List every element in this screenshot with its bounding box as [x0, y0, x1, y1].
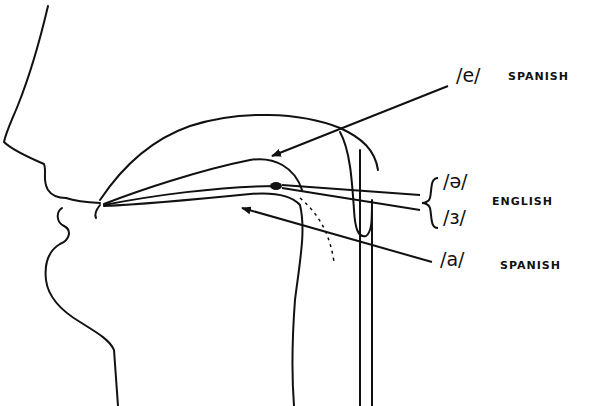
pharynx-wall [359, 150, 361, 406]
language-label: ENGLISH [492, 196, 553, 207]
face-profile [4, 6, 66, 198]
phoneme-label: /ɜ/ [443, 208, 466, 227]
tongue-e [104, 159, 302, 204]
phoneme-label: /ə/ [443, 172, 468, 191]
leader-er [282, 188, 420, 210]
velum-pharynx [340, 132, 372, 406]
phoneme-label: /a/ [440, 250, 464, 269]
leader-e [272, 86, 448, 156]
leader-schwa [282, 185, 420, 195]
bracket [422, 178, 438, 228]
tongue-position-dot [270, 182, 282, 190]
leader-a [242, 208, 432, 262]
chin-neck [46, 208, 118, 406]
language-label: SPANISH [500, 260, 561, 271]
phoneme-label: /e/ [456, 66, 481, 85]
tongue-schwa [104, 186, 276, 205]
language-label: SPANISH [508, 71, 569, 82]
tongue-a [104, 193, 303, 406]
